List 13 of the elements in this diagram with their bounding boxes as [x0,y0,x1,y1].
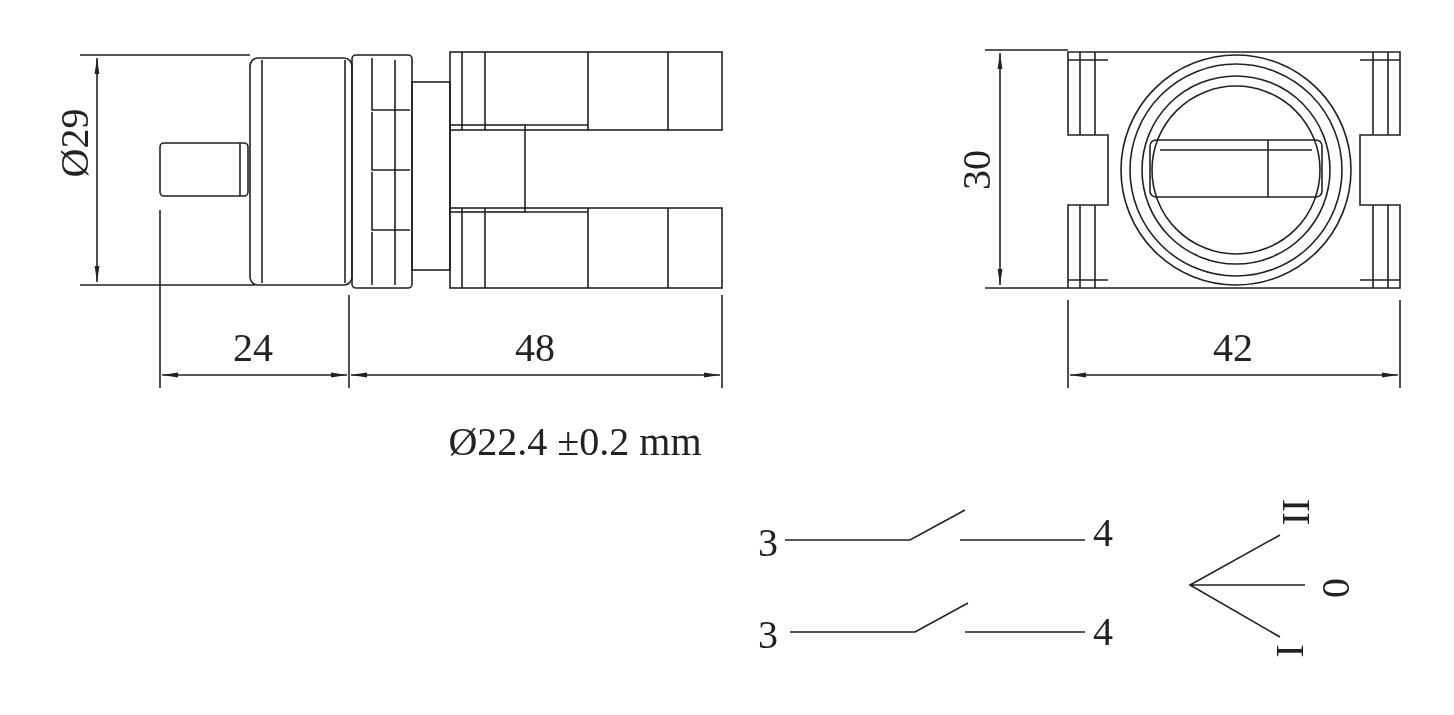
switch-position-label: II [1276,498,1316,526]
dimension-text: Ø29 [55,108,95,178]
dimension-text: 24 [233,328,273,368]
switch-position-label: 0 [1316,578,1356,598]
terminal-number: 3 [758,615,778,655]
switch-position-label: I [1270,644,1310,658]
terminal-number: 3 [758,523,778,563]
dimension-text: 30 [957,150,997,190]
tolerance-note: Ø22.4 ±0.2 mm [448,422,702,462]
dimension-text: 48 [515,328,555,368]
terminal-number: 4 [1093,513,1113,553]
terminal-number: 4 [1093,612,1113,652]
dimension-text: 42 [1213,328,1253,368]
